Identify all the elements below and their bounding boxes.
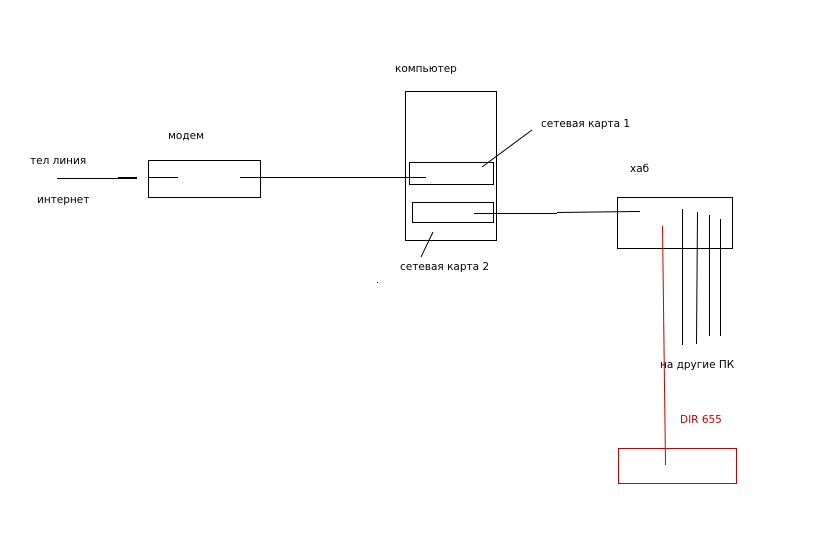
tel-line-label: тел линия bbox=[30, 155, 86, 167]
nic1-label: сетевая карта 1 bbox=[541, 118, 630, 130]
hub-to-router-wire bbox=[662, 225, 666, 466]
hub-box bbox=[617, 197, 733, 249]
nic1-pointer bbox=[481, 129, 533, 168]
other-pcs-label: на другие ПК bbox=[660, 359, 735, 371]
nic1-box bbox=[409, 162, 494, 185]
nic2-box bbox=[412, 202, 494, 223]
internet-label: интернет bbox=[37, 194, 89, 206]
router-box bbox=[618, 448, 737, 484]
computer-label: компьютер bbox=[395, 63, 457, 75]
nic2-to-hub-wire-b bbox=[556, 211, 641, 213]
hub-port-2 bbox=[696, 211, 698, 345]
nic2-pointer bbox=[420, 231, 434, 258]
hub-label: хаб bbox=[630, 163, 649, 175]
stray-dot bbox=[377, 282, 378, 283]
computer-box bbox=[405, 91, 497, 241]
router-label: DIR 655 bbox=[680, 414, 722, 426]
modem-label: модем bbox=[168, 130, 204, 142]
nic2-label: сетевая карта 2 bbox=[400, 261, 489, 273]
modem-box bbox=[148, 160, 261, 198]
